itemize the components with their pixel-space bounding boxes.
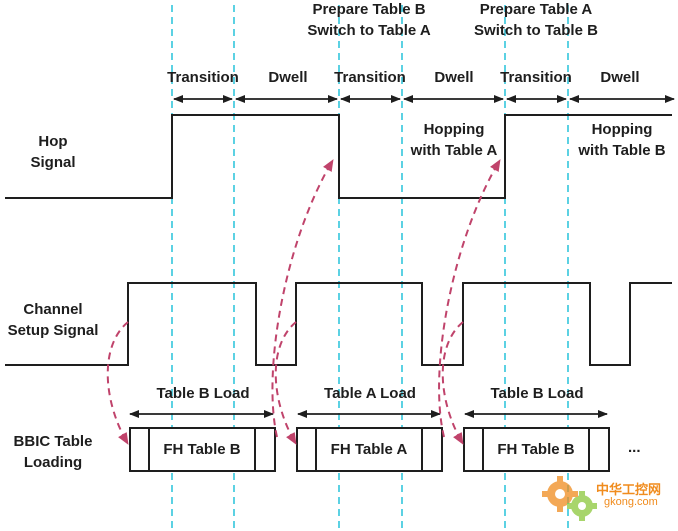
switch-to-table-a-label: Switch to Table A <box>307 22 431 39</box>
continuation-ellipsis: ... <box>628 439 641 456</box>
transition-label-2: Transition <box>334 69 406 86</box>
transition-label-1: Transition <box>167 69 239 86</box>
flow-arrow-setup-to-box-1 <box>106 321 129 445</box>
table-b-load-label-2: Table B Load <box>490 385 584 402</box>
table-a-load-label: Table A Load <box>324 385 416 402</box>
table-box-1 <box>129 427 276 472</box>
channel-setup-label-line-2: Setup Signal <box>7 322 99 339</box>
channel-setup-waveform <box>5 282 672 366</box>
channel-setup-label-line-1: Channel <box>23 301 83 318</box>
bbic-label-line-2: Loading <box>23 454 83 471</box>
table-box-2 <box>296 427 443 472</box>
bbic-table-boxes <box>129 427 610 472</box>
dwell-label-2: Dwell <box>434 69 474 86</box>
hopping-with-table-a-line-2: with Table A <box>410 142 498 159</box>
dwell-label-3: Dwell <box>600 69 640 86</box>
watermark-logo <box>542 476 597 521</box>
hop-signal-waveform <box>5 114 672 199</box>
hopping-with-table-b-line-2: with Table B <box>578 142 666 159</box>
prepare-table-a-label: Prepare Table A <box>479 1 593 18</box>
table-b-load-label-1: Table B Load <box>156 385 250 402</box>
transition-label-3: Transition <box>500 69 572 86</box>
dashed-flow-arrows <box>106 159 501 445</box>
table-box-3 <box>463 427 610 472</box>
fh-table-b-label-1: FH Table B <box>163 441 241 458</box>
fh-table-b-label-2: FH Table B <box>497 441 575 458</box>
switch-to-table-b-label: Switch to Table B <box>474 22 598 39</box>
bbic-label-line-1: BBIC Table <box>13 433 93 450</box>
watermark-cn-text: 中华工控网 <box>596 482 662 497</box>
hopping-with-table-b-line-1: Hopping <box>591 121 653 138</box>
dwell-label-1: Dwell <box>268 69 308 86</box>
flow-arrow-box-1-to-hop <box>271 159 334 438</box>
flow-arrow-setup-to-box-2 <box>274 321 297 445</box>
fh-table-a-label: FH Table A <box>330 441 408 458</box>
flow-arrow-box-2-to-hop <box>438 159 501 438</box>
watermark-url-text: gkong.com <box>604 496 658 508</box>
hop-signal-label-line-1: Hop <box>38 133 68 150</box>
hop-signal-label-line-2: Signal <box>30 154 76 171</box>
flow-arrow-setup-to-box-3 <box>441 321 464 445</box>
hopping-with-table-a-line-1: Hopping <box>423 121 485 138</box>
prepare-table-b-label: Prepare Table B <box>312 1 426 18</box>
